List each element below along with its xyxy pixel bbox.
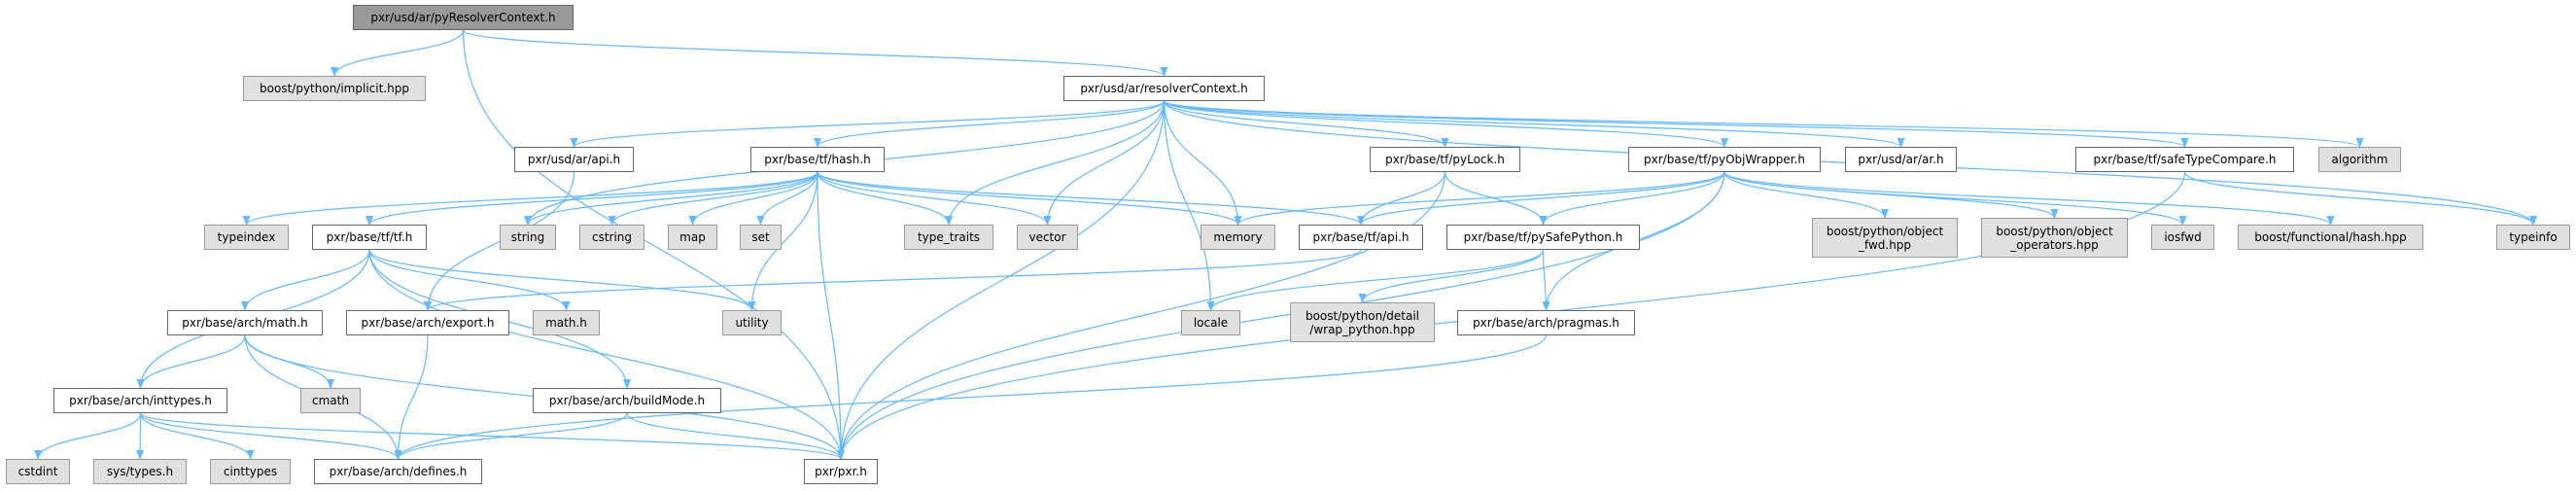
node-iosfwd: iosfwd xyxy=(2151,225,2214,250)
node-hash[interactable]: pxr/base/tf/hash.h xyxy=(750,147,885,172)
edge-resolverContext-to-type_traits xyxy=(945,100,1166,226)
edge-inttypes-to-cinttypes xyxy=(139,412,255,460)
node-systypes: sys/types.h xyxy=(93,459,187,484)
edge-pyObjWrapper-to-iosfwd xyxy=(1723,171,2187,226)
edge-tf-to-archMath xyxy=(241,249,370,311)
edge-buildMode-to-defines xyxy=(394,412,628,460)
edge-resolverContext-to-pyObjWrapper xyxy=(1163,100,1728,148)
edge-buildMode-to-pxr xyxy=(626,412,845,460)
edge-inttypes-to-cstdint xyxy=(34,412,142,460)
node-func-hash: boost/functional/hash.hpp xyxy=(2238,225,2423,250)
node-vector: vector xyxy=(1017,225,1078,250)
edge-export-to-defines xyxy=(394,334,429,460)
node-math-h: math.h xyxy=(533,310,600,335)
edge-resolverContext-to-pyLock xyxy=(1163,100,1449,148)
node-safe-type-compare[interactable]: pxr/base/tf/safeTypeCompare.h xyxy=(2075,147,2294,172)
edge-inttypes-to-defines xyxy=(139,412,402,460)
edge-hash-to-tfApi xyxy=(817,171,1365,226)
node-py-obj-wrapper[interactable]: pxr/base/tf/pyObjWrapper.h xyxy=(1628,147,1821,172)
edge-tfApi-to-export xyxy=(424,249,1362,311)
node-pragmas[interactable]: pxr/base/arch/pragmas.h xyxy=(1457,310,1635,335)
node-arch-math[interactable]: pxr/base/arch/math.h xyxy=(167,310,323,335)
edge-hash-to-tf xyxy=(366,171,818,226)
edge-root-to-pxr xyxy=(462,29,845,460)
edge-tf-to-utility xyxy=(368,249,756,311)
node-set: set xyxy=(740,225,782,250)
node-tf[interactable]: pxr/base/tf/tf.h xyxy=(312,225,427,250)
edge-resolverContext-to-locale xyxy=(1163,100,1215,311)
node-implicit: boost/python/implicit.hpp xyxy=(243,76,426,101)
edge-hash-to-memory xyxy=(817,171,1242,226)
edge-root-to-implicit xyxy=(331,29,465,77)
edge-archMath-to-inttypes xyxy=(136,334,246,389)
edge-root-to-resolverContext xyxy=(462,29,1168,77)
node-resolver-context[interactable]: pxr/usd/ar/resolverContext.h xyxy=(1063,76,1265,101)
node-export[interactable]: pxr/base/arch/export.h xyxy=(346,310,509,335)
node-cinttypes: cinttypes xyxy=(210,459,291,484)
edge-inttypes-to-systypes xyxy=(136,412,145,460)
edge-hash-to-map xyxy=(688,171,818,226)
edge-resolverContext-to-arApi xyxy=(570,100,1166,148)
node-ar-h[interactable]: pxr/usd/ar/ar.h xyxy=(1845,147,1957,172)
node-build-mode[interactable]: pxr/base/arch/buildMode.h xyxy=(533,388,721,413)
edge-resolverContext-to-memory xyxy=(1163,100,1242,226)
node-py-lock[interactable]: pxr/base/tf/pyLock.h xyxy=(1370,147,1520,172)
edge-pyLock-to-pySafePython xyxy=(1444,171,1548,226)
edge-tf-to-pxr xyxy=(368,249,845,460)
edge-pyObjWrapper-to-pySafePython xyxy=(1539,171,1725,226)
node-inttypes[interactable]: pxr/base/arch/inttypes.h xyxy=(53,388,227,413)
node-pxr[interactable]: pxr/pxr.h xyxy=(804,459,878,484)
node-cstring: cstring xyxy=(579,225,644,250)
edge-hash-to-pxr xyxy=(817,171,845,460)
edge-hash-to-cstring xyxy=(608,171,818,226)
node-py-safe-python[interactable]: pxr/base/tf/pySafePython.h xyxy=(1446,225,1640,250)
edge-resolverContext-to-arH xyxy=(1163,100,1905,148)
node-cstdint: cstdint xyxy=(6,459,70,484)
node-defines[interactable]: pxr/base/arch/defines.h xyxy=(314,459,482,484)
node-root[interactable]: pxr/usd/ar/pyResolverContext.h xyxy=(353,5,574,30)
edge-pySafePython-to-locale xyxy=(1206,249,1545,311)
edge-pyObjWrapper-to-memory xyxy=(1234,171,1725,226)
edge-resolverContext-to-algorithm xyxy=(1163,100,2364,148)
edge-hash-to-vector xyxy=(817,171,1052,226)
edge-pyObjWrapper-to-objectFwd xyxy=(1723,171,1889,219)
node-typeinfo: typeinfo xyxy=(2496,225,2570,250)
edge-pyObjWrapper-to-tfApi xyxy=(1357,171,1725,226)
node-algorithm: algorithm xyxy=(2318,147,2401,172)
node-utility: utility xyxy=(722,310,782,335)
edge-hash-to-utility xyxy=(748,171,818,311)
node-wrap-python: boost/python/detail /wrap_python.hpp xyxy=(1290,302,1435,342)
edge-tf-to-mathH xyxy=(368,249,571,311)
edge-hash-to-set xyxy=(756,171,818,226)
node-string: string xyxy=(500,225,556,250)
edge-hash-to-type_traits xyxy=(817,171,953,226)
node-memory: memory xyxy=(1201,225,1275,250)
edge-resolverContext-to-hash xyxy=(814,100,1166,148)
node-ar-api[interactable]: pxr/usd/ar/api.h xyxy=(514,147,634,172)
edge-pySafePython-to-wrapPython xyxy=(1358,249,1545,303)
edge-inttypes-to-pxr xyxy=(139,412,845,460)
node-cmath: cmath xyxy=(300,388,361,413)
edge-safeTypeCompare-to-typeinfo xyxy=(2183,171,2537,226)
node-type-traits: type_traits xyxy=(904,225,993,250)
edge-resolverContext-to-safeTypeCompare xyxy=(1163,100,2189,148)
node-locale: locale xyxy=(1181,310,1240,335)
edge-resolverContext-to-pxr xyxy=(837,100,1166,460)
edge-resolverContext-to-vector xyxy=(1043,100,1166,226)
node-object-fwd: boost/python/object _fwd.hpp xyxy=(1812,218,1958,258)
edge-pragmas-to-defines xyxy=(394,334,1548,460)
node-object-ops: boost/python/object _operators.hpp xyxy=(1981,218,2128,258)
edge-pyObjWrapper-to-funcHash xyxy=(1723,171,2335,226)
edge-hash-to-typeindex xyxy=(242,171,818,226)
node-tf-api[interactable]: pxr/base/tf/api.h xyxy=(1299,225,1423,250)
edge-pySafePython-to-pragmas xyxy=(1542,249,1550,311)
node-map: map xyxy=(668,225,717,250)
node-typeindex: typeindex xyxy=(204,225,289,250)
edge-hash-to-string xyxy=(524,171,818,226)
edge-pyObjWrapper-to-pxr xyxy=(837,171,1725,460)
